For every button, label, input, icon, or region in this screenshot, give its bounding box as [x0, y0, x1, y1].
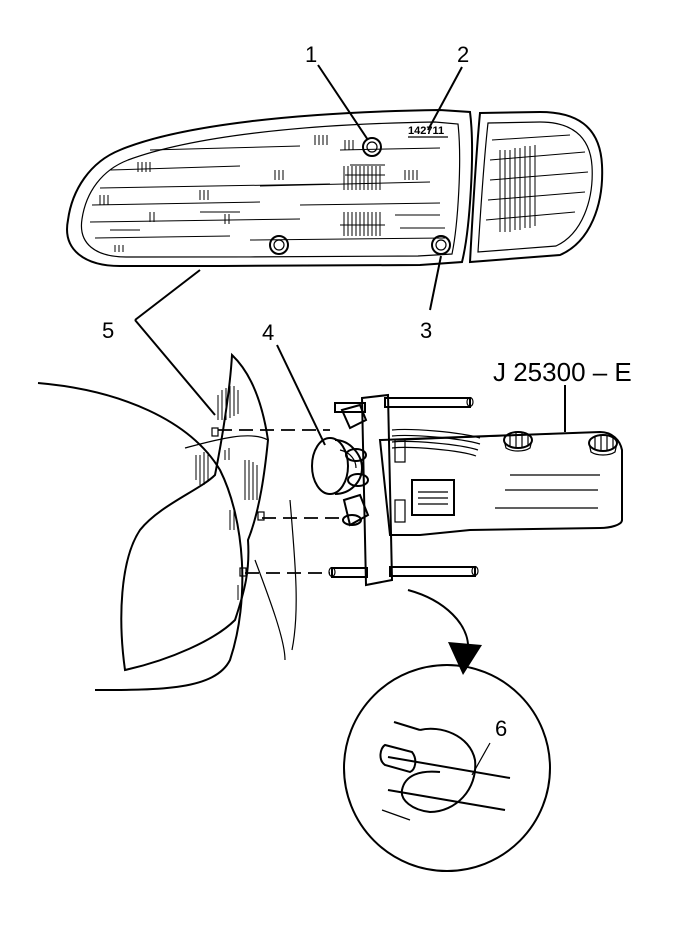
- lamp-face-inner: [184, 435, 269, 449]
- lens-texture-ticks: [99, 135, 418, 252]
- callout-4: 4: [262, 320, 274, 345]
- tool-lower-rod-right: [389, 565, 479, 577]
- detail-arrow-head: [448, 642, 482, 675]
- tool-upper-rod-left: [334, 402, 366, 413]
- aiming-pad-lower-right: [431, 235, 451, 255]
- lamp-face-outline: [120, 352, 270, 672]
- detail-adjuster-tab: [379, 743, 417, 774]
- tool-label: J 25300 – E: [493, 357, 632, 387]
- headlamp-assembly: 142711: [66, 108, 604, 268]
- tool-clamp-mechanism: [340, 403, 406, 527]
- side-marker-texture: [485, 134, 589, 232]
- tool-lower-rod-left: [328, 566, 368, 578]
- detail-view: [343, 664, 551, 872]
- tool-sight-window: [411, 479, 455, 516]
- callout-6: 6: [495, 716, 507, 741]
- aiming-tool: [311, 393, 623, 587]
- aiming-pad-top: [362, 137, 382, 157]
- callout-5: 5: [102, 318, 114, 343]
- callout-1: 1: [305, 42, 317, 67]
- headlamp-lens-outer: [66, 108, 473, 268]
- installed-headlamp: [37, 352, 297, 691]
- headlamp-lens-inner: [80, 121, 461, 258]
- aiming-pad-lower-left: [269, 235, 289, 255]
- lamp-pad-upper: [211, 427, 219, 437]
- tool-adapter-plate: [360, 393, 394, 587]
- tool-body: [378, 430, 623, 536]
- lamp-pad-lower: [239, 567, 247, 577]
- callout-2: 2: [457, 42, 469, 67]
- lens-texture: [89, 145, 446, 241]
- callout-3: 3: [420, 318, 432, 343]
- tool-suction-cup: [311, 437, 364, 495]
- part-number-label: 142711: [408, 125, 444, 137]
- alignment-lines: [218, 429, 345, 574]
- callout-leaders: [134, 64, 566, 776]
- tool-knob-right: [588, 434, 618, 456]
- tool-upper-rod: [384, 396, 474, 408]
- tool-knob-left: [503, 431, 533, 452]
- side-marker-lens-outer: [468, 110, 604, 264]
- detail-adjuster-head: [400, 727, 477, 814]
- detail-arrow: [407, 589, 482, 675]
- fender-outline: [37, 382, 244, 691]
- lamp-pad-middle: [257, 511, 265, 521]
- lamp-face-hatch: [195, 386, 258, 600]
- detail-circle: [343, 664, 551, 872]
- side-marker-lens-inner: [477, 121, 593, 253]
